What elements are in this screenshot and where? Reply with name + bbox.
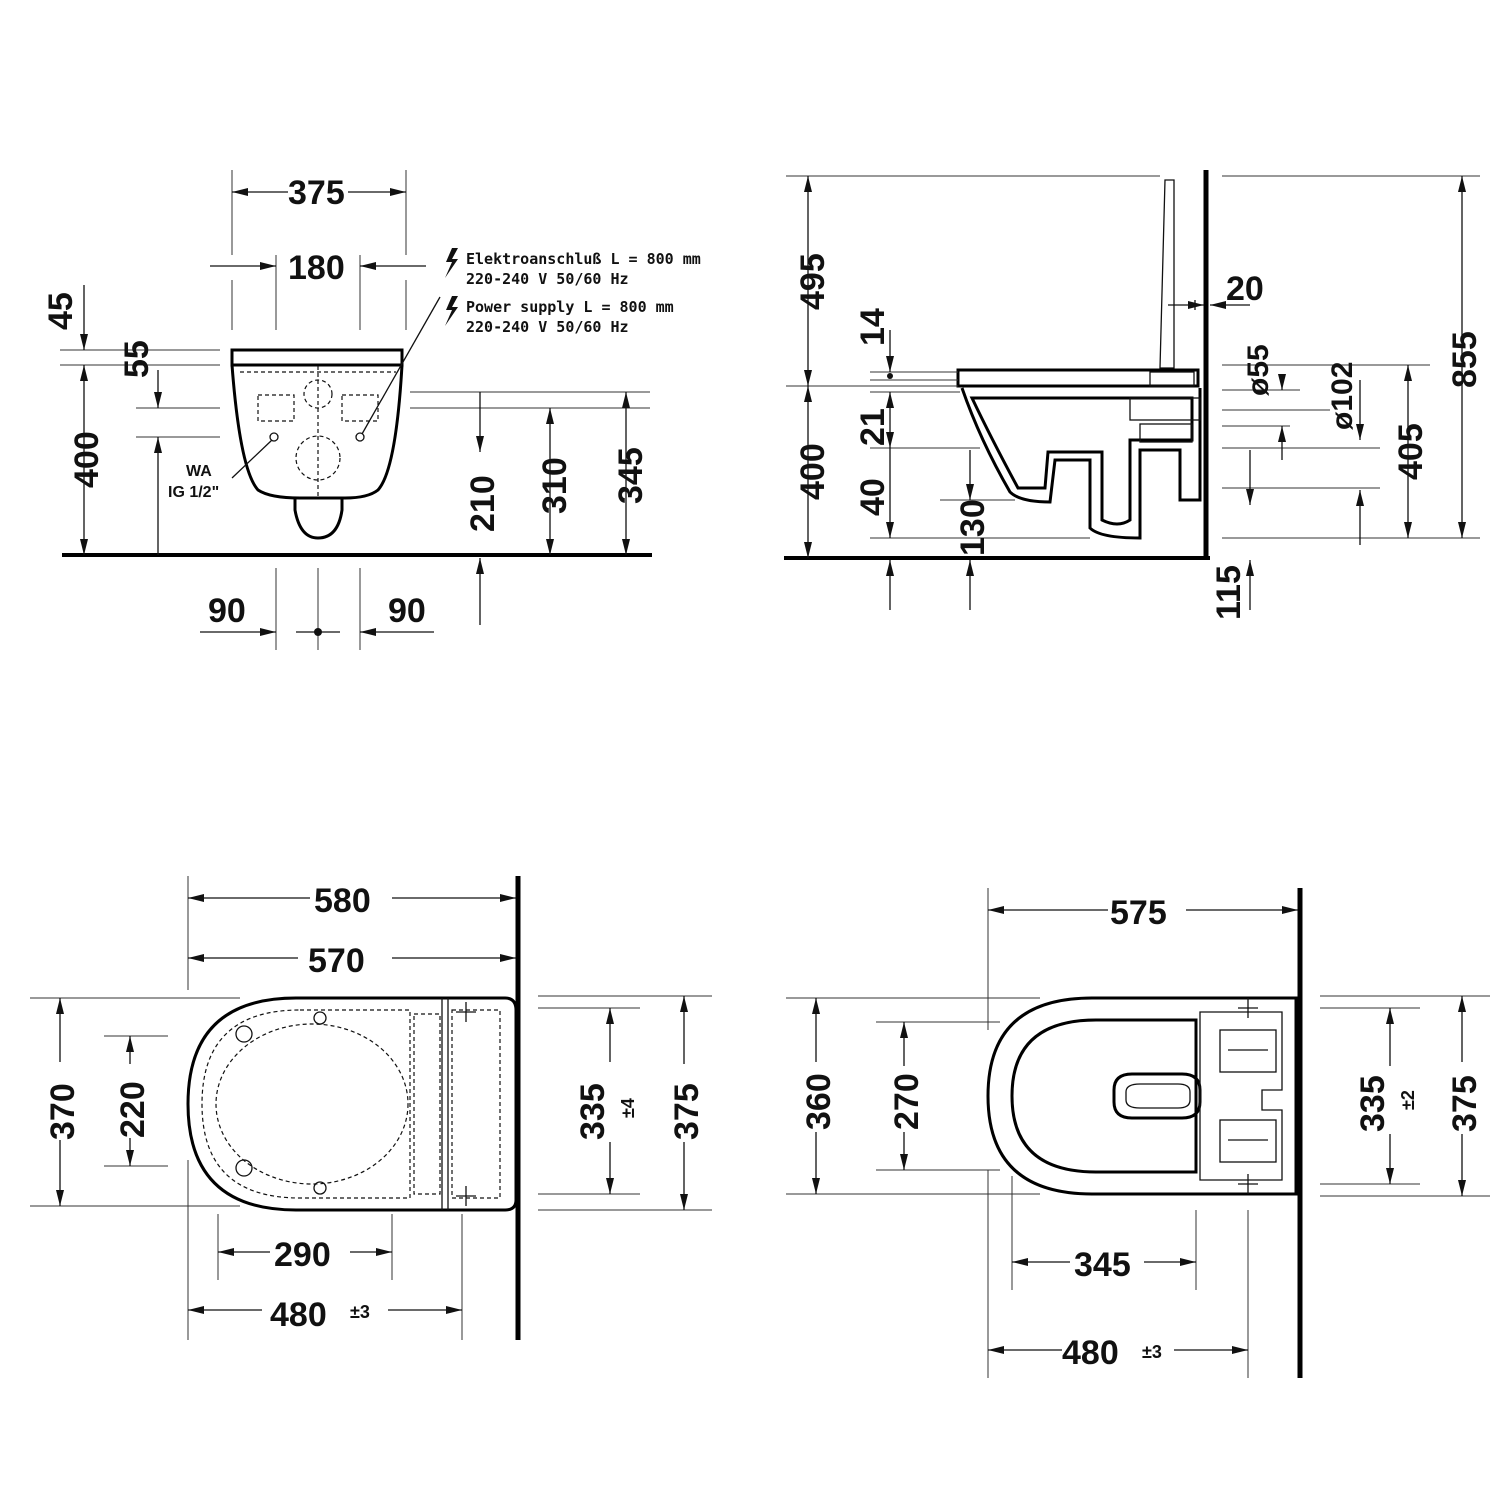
water-label: WA xyxy=(186,463,212,480)
dim-495: 495 xyxy=(794,253,832,310)
tol-335: ±2 xyxy=(1398,1090,1418,1110)
dim-400: 400 xyxy=(68,431,106,488)
dim-580: 580 xyxy=(314,882,371,920)
top-view-bowl: 575 360 270 335 ±2 375 345 480 ±3 xyxy=(786,888,1490,1378)
dim-220: 220 xyxy=(114,1081,152,1138)
dim-855: 855 xyxy=(1446,331,1484,388)
dim-180: 180 xyxy=(288,249,345,287)
dim-115: 115 xyxy=(1210,565,1248,620)
dim-14: 14 xyxy=(854,308,892,346)
dim-400: 400 xyxy=(794,443,832,500)
dim-20: 20 xyxy=(1226,270,1264,308)
dim-45: 45 xyxy=(42,292,80,330)
dim-345: 345 xyxy=(1074,1246,1131,1284)
bowl-inner-outline xyxy=(1010,1018,1198,1174)
raised-lid xyxy=(1159,179,1175,369)
dim-570: 570 xyxy=(308,942,365,980)
note-en-line1: Power supply L = 800 mm xyxy=(466,298,674,316)
drain-outline xyxy=(1112,1072,1202,1120)
seat-lid-outline xyxy=(230,348,404,367)
note-en-line2: 220-240 V 50/60 Hz xyxy=(466,318,629,336)
dim-335: 335 xyxy=(574,1083,612,1140)
dim-575: 575 xyxy=(1110,894,1167,932)
dim-55: 55 xyxy=(118,340,156,378)
side-view: 495 14 21 400 40 130 20 ø55 ø102 405 855… xyxy=(784,170,1484,620)
note-de-line1: Elektroanschluß L = 800 mm xyxy=(466,250,701,268)
top-view-seat: 580 570 370 220 335 ±4 375 290 480 ±3 xyxy=(30,876,712,1340)
dim-90-left: 90 xyxy=(208,592,246,630)
note-de-line2: 220-240 V 50/60 Hz xyxy=(466,270,629,288)
bowl-section xyxy=(960,387,1202,540)
tol-480: ±3 xyxy=(350,1302,370,1322)
outlet-outline xyxy=(293,498,344,540)
dim-90-right: 90 xyxy=(388,592,426,630)
water-thread-label: IG 1/2" xyxy=(168,484,219,501)
dim-370: 370 xyxy=(44,1083,82,1140)
bowl-inner xyxy=(969,396,1194,526)
front-view: WA IG 1/2" 375 180 45 55 4 xyxy=(42,170,701,650)
seat-outline xyxy=(956,368,1200,388)
dim-345: 345 xyxy=(612,447,650,504)
dim-375: 375 xyxy=(288,174,345,212)
dim-210: 210 xyxy=(464,475,502,532)
dim-480: 480 xyxy=(270,1296,327,1334)
bowl-top-outline xyxy=(986,996,1298,1196)
tol-480: ±3 xyxy=(1142,1342,1162,1362)
dim-290: 290 xyxy=(274,1236,331,1274)
dim-405: 405 xyxy=(1392,423,1430,480)
dim-310: 310 xyxy=(536,457,574,514)
dim-375: 375 xyxy=(668,1083,706,1140)
dim-21: 21 xyxy=(854,408,892,446)
dim-dia-55: ø55 xyxy=(1242,344,1275,396)
bowl-outline xyxy=(230,364,404,500)
dim-480: 480 xyxy=(1062,1334,1119,1372)
dim-335: 335 xyxy=(1354,1075,1392,1132)
dim-360: 360 xyxy=(800,1073,838,1130)
seat-top-outline xyxy=(186,996,518,1212)
tol-335: ±4 xyxy=(618,1098,638,1118)
dim-130: 130 xyxy=(954,499,992,556)
lightning-icon xyxy=(445,248,458,278)
dim-40: 40 xyxy=(854,478,892,516)
dim-dia-102: ø102 xyxy=(1326,362,1359,430)
dim-270: 270 xyxy=(888,1073,926,1130)
dim-375: 375 xyxy=(1446,1075,1484,1132)
lightning-icon xyxy=(445,296,458,326)
